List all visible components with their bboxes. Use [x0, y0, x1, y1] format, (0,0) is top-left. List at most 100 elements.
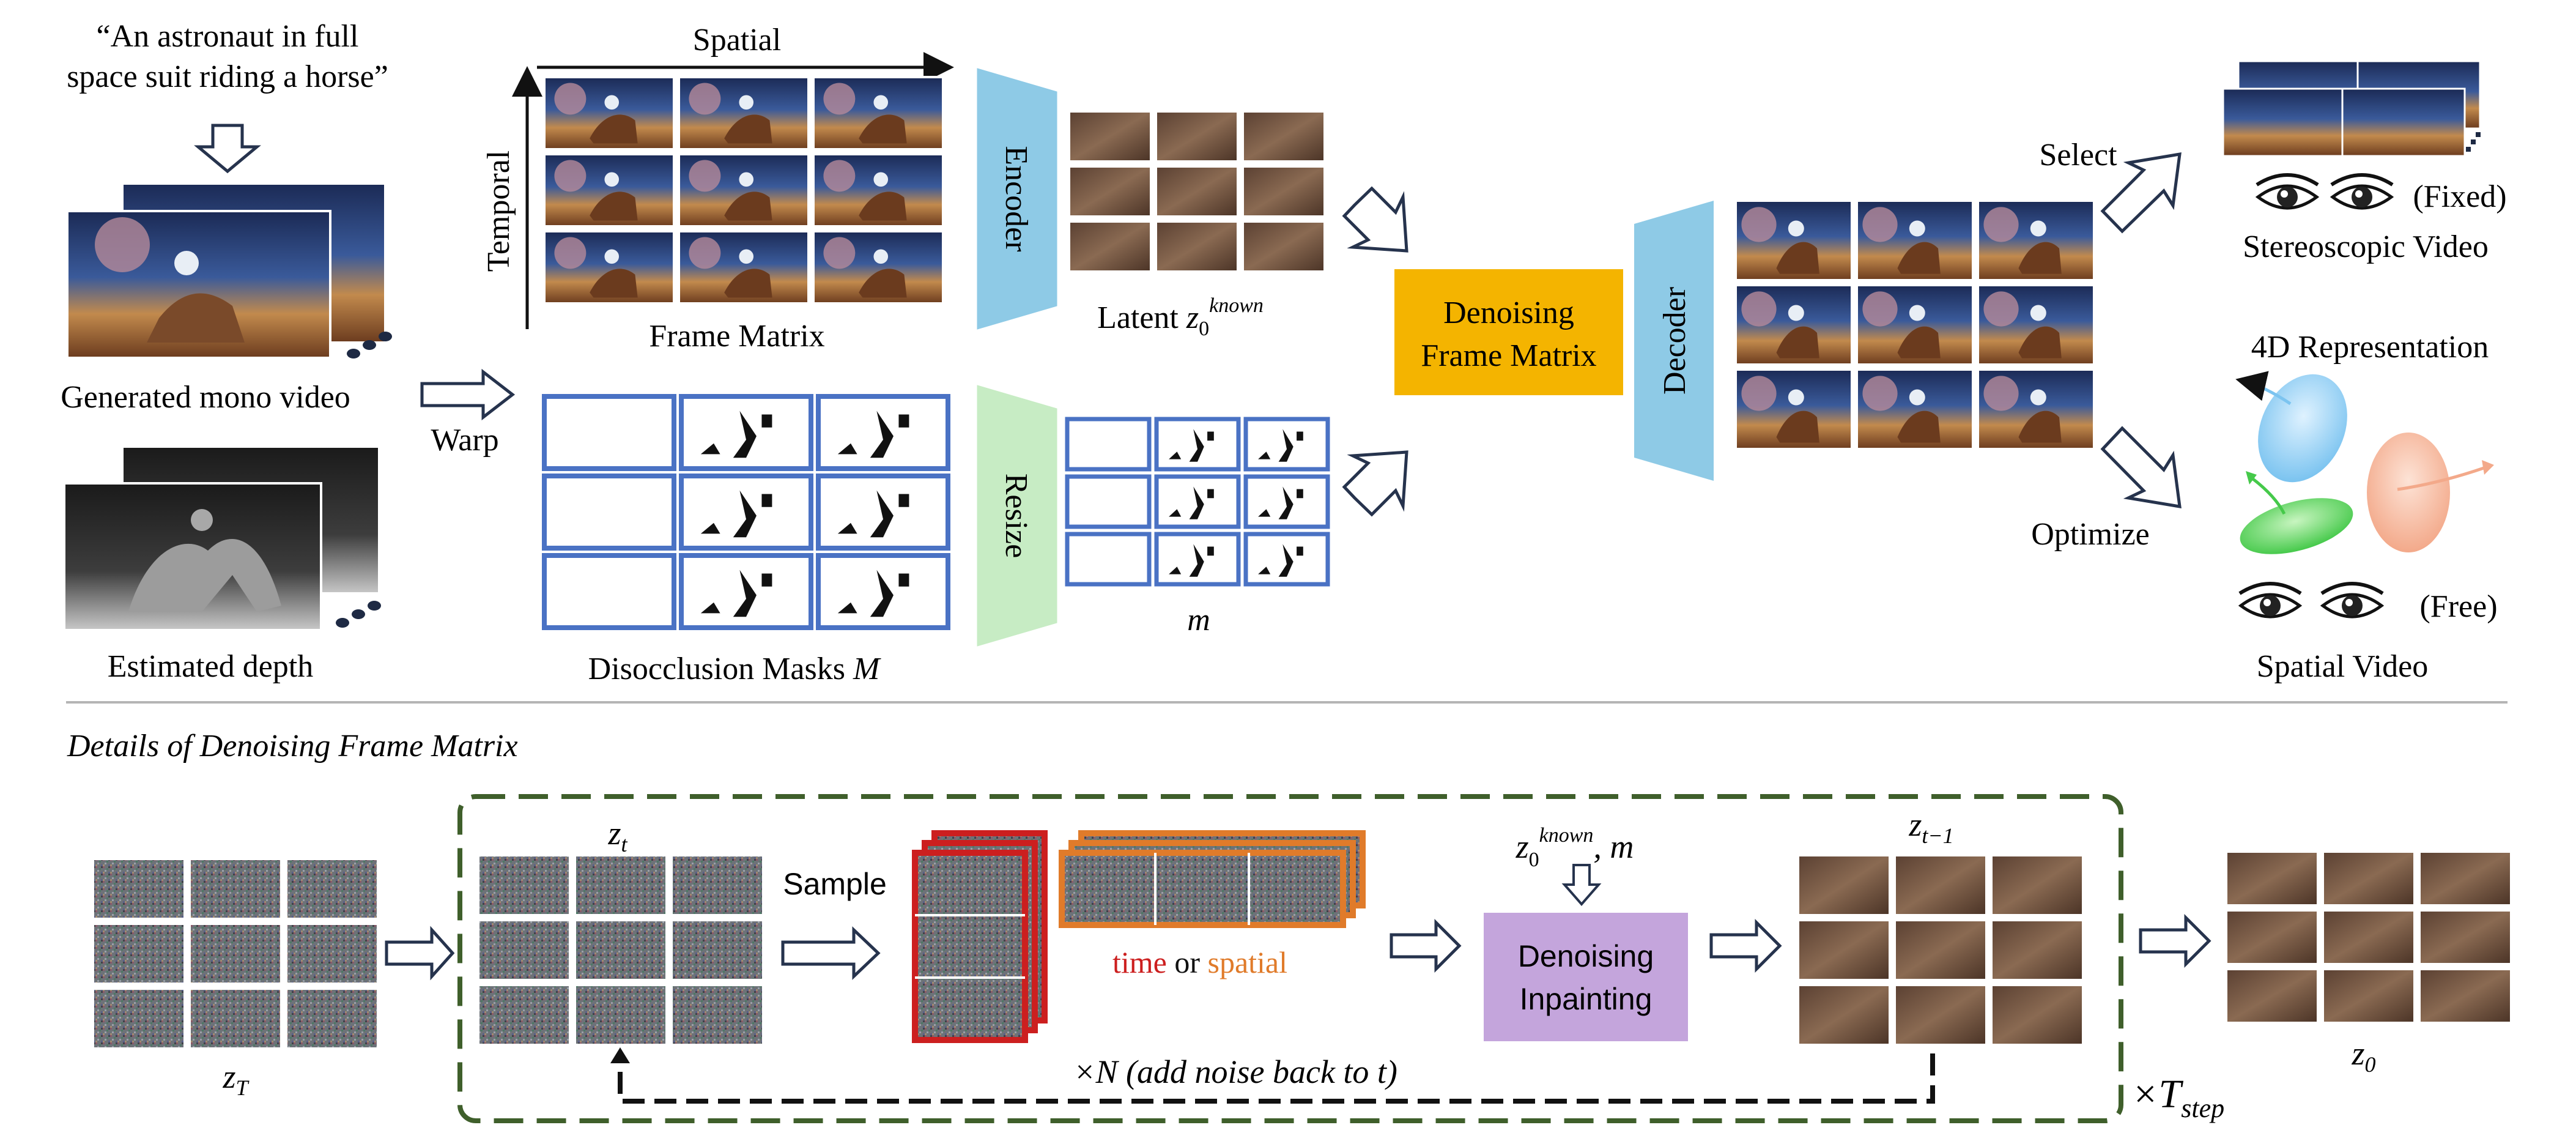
inpaint-line1: Denoising [1518, 939, 1654, 973]
feedback-loop-path [618, 1053, 1935, 1104]
zt-cell [670, 854, 764, 916]
output-frame-grid [1734, 199, 2095, 450]
latent-cell [1068, 165, 1152, 218]
latent-to-denoise-arrow [1342, 186, 1408, 253]
frame-matrix-grid [543, 76, 944, 305]
loop-label: ×N (add noise back to t) [1073, 1053, 1397, 1090]
z0-cell [2225, 909, 2319, 965]
zt-cell [477, 919, 571, 981]
time-word: time [1112, 945, 1167, 979]
ztm1-cell [1893, 984, 1988, 1046]
select-arrow [2100, 152, 2182, 234]
denoising-loop-container [457, 794, 2123, 1123]
small-mask-cell [1243, 532, 1330, 587]
latent-cell [1155, 220, 1239, 273]
ztm1-sub: t−1 [1922, 823, 1953, 848]
mask-cell [679, 394, 813, 471]
feedback-loop-arrowhead [610, 1047, 630, 1063]
encoder-block [977, 68, 1057, 330]
zT-cell [188, 923, 283, 985]
z0-sub: 0 [2365, 1052, 2376, 1077]
zT-to-loop-arrow [385, 926, 455, 981]
section-title: Details of Denoising Frame Matrix [67, 729, 518, 763]
zT-cell [285, 987, 379, 1050]
frame-matrix-cell [543, 153, 675, 228]
small-mask-cell [1243, 474, 1330, 529]
gaussian-blobs-icon [2235, 371, 2494, 554]
ztm1-cell [1990, 919, 2084, 981]
latent-label: Latent z0known [1097, 294, 1264, 340]
zt-grid [477, 854, 764, 1046]
tstep-prefix: ×T [2131, 1072, 2184, 1116]
mask-cell [679, 474, 813, 551]
zT-cell [285, 923, 379, 985]
latent-grid [1068, 110, 1326, 273]
latent-cell [1068, 110, 1152, 163]
mask-cell [816, 553, 950, 630]
z0-cell [2418, 968, 2512, 1024]
output-frame-cell [1856, 368, 1974, 450]
or-word: or [1167, 945, 1208, 979]
small-mask-cell [1154, 417, 1241, 472]
ztm1-cell [1797, 984, 1891, 1046]
spatial-word: spatial [1208, 945, 1288, 979]
decoder-block [1634, 201, 1714, 481]
z0-cell [2322, 968, 2416, 1024]
frame-matrix-cell [543, 76, 675, 150]
stereo-ellipsis-icon [2466, 132, 2481, 152]
zt-cell [477, 984, 571, 1046]
mask-cell [542, 474, 676, 551]
masks-grid [542, 394, 950, 630]
condition-down-arrow [1561, 864, 1602, 907]
ztm1-cell [1990, 984, 2084, 1046]
small-mask-cell [1065, 474, 1152, 529]
prompt-text-line2: space suit riding a horse” [67, 59, 388, 94]
small-mask-cell [1154, 532, 1241, 587]
masks-label-text: Disocclusion Masks [588, 652, 845, 686]
spatial-axis-label: Spatial [693, 23, 781, 58]
latent-cell [1155, 110, 1239, 163]
cond-tail: , m [1593, 828, 1634, 865]
small-mask-cell [1243, 417, 1330, 472]
zT-sub: T [235, 1075, 250, 1100]
temporal-axis-label: Temporal [481, 150, 516, 272]
ztm1-grid [1797, 854, 2084, 1046]
zT-letter: z [222, 1058, 235, 1095]
stereo-thumbnails [2222, 60, 2481, 157]
mask-cell [679, 553, 813, 630]
frame-matrix-cell [812, 230, 944, 305]
select-label: Select [2039, 138, 2117, 173]
latent-cell [1155, 165, 1239, 218]
free-eyes-icon [2238, 582, 2385, 619]
m-symbol: m [1187, 603, 1210, 637]
ztm1-letter: z [1908, 806, 1922, 843]
zt-cell [574, 854, 668, 916]
zt-symbol: zt [607, 815, 627, 856]
small-mask-cell [1065, 532, 1152, 587]
time-or-spatial-label: time or spatial [1112, 945, 1287, 979]
warp-arrow [420, 368, 516, 421]
z0-cell [2418, 850, 2512, 907]
output-frame-cell [1977, 284, 2095, 366]
frame-matrix-cell [678, 153, 810, 228]
depth-label: Estimated depth [108, 649, 313, 684]
frame-matrix-cell [812, 76, 944, 150]
to-inpaint-arrow [1390, 918, 1462, 973]
mono-video-label: Generated mono video [61, 380, 350, 415]
spatial-frames-stack [1059, 830, 1366, 928]
ztm1-cell [1990, 854, 2084, 916]
mask-to-denoise-arrow [1342, 450, 1408, 517]
zT-cell [92, 923, 186, 985]
latent-label-text: Latent [1097, 300, 1179, 335]
rep4d-label: 4D Representation [2251, 330, 2489, 365]
to-z0-arrow [2139, 913, 2211, 968]
zT-cell [188, 987, 283, 1050]
zt-cell [574, 919, 668, 981]
to-ztm1-arrow [1709, 918, 1782, 973]
decoder-label: Decoder [1657, 287, 1692, 395]
latent-cell [1242, 110, 1326, 163]
denoising-inpainting-box [1484, 913, 1688, 1041]
prompt-text-line1: “An astronaut in full [97, 19, 359, 54]
masks-label: Disocclusion Masks M [588, 652, 881, 686]
ztm1-cell [1893, 854, 1988, 916]
